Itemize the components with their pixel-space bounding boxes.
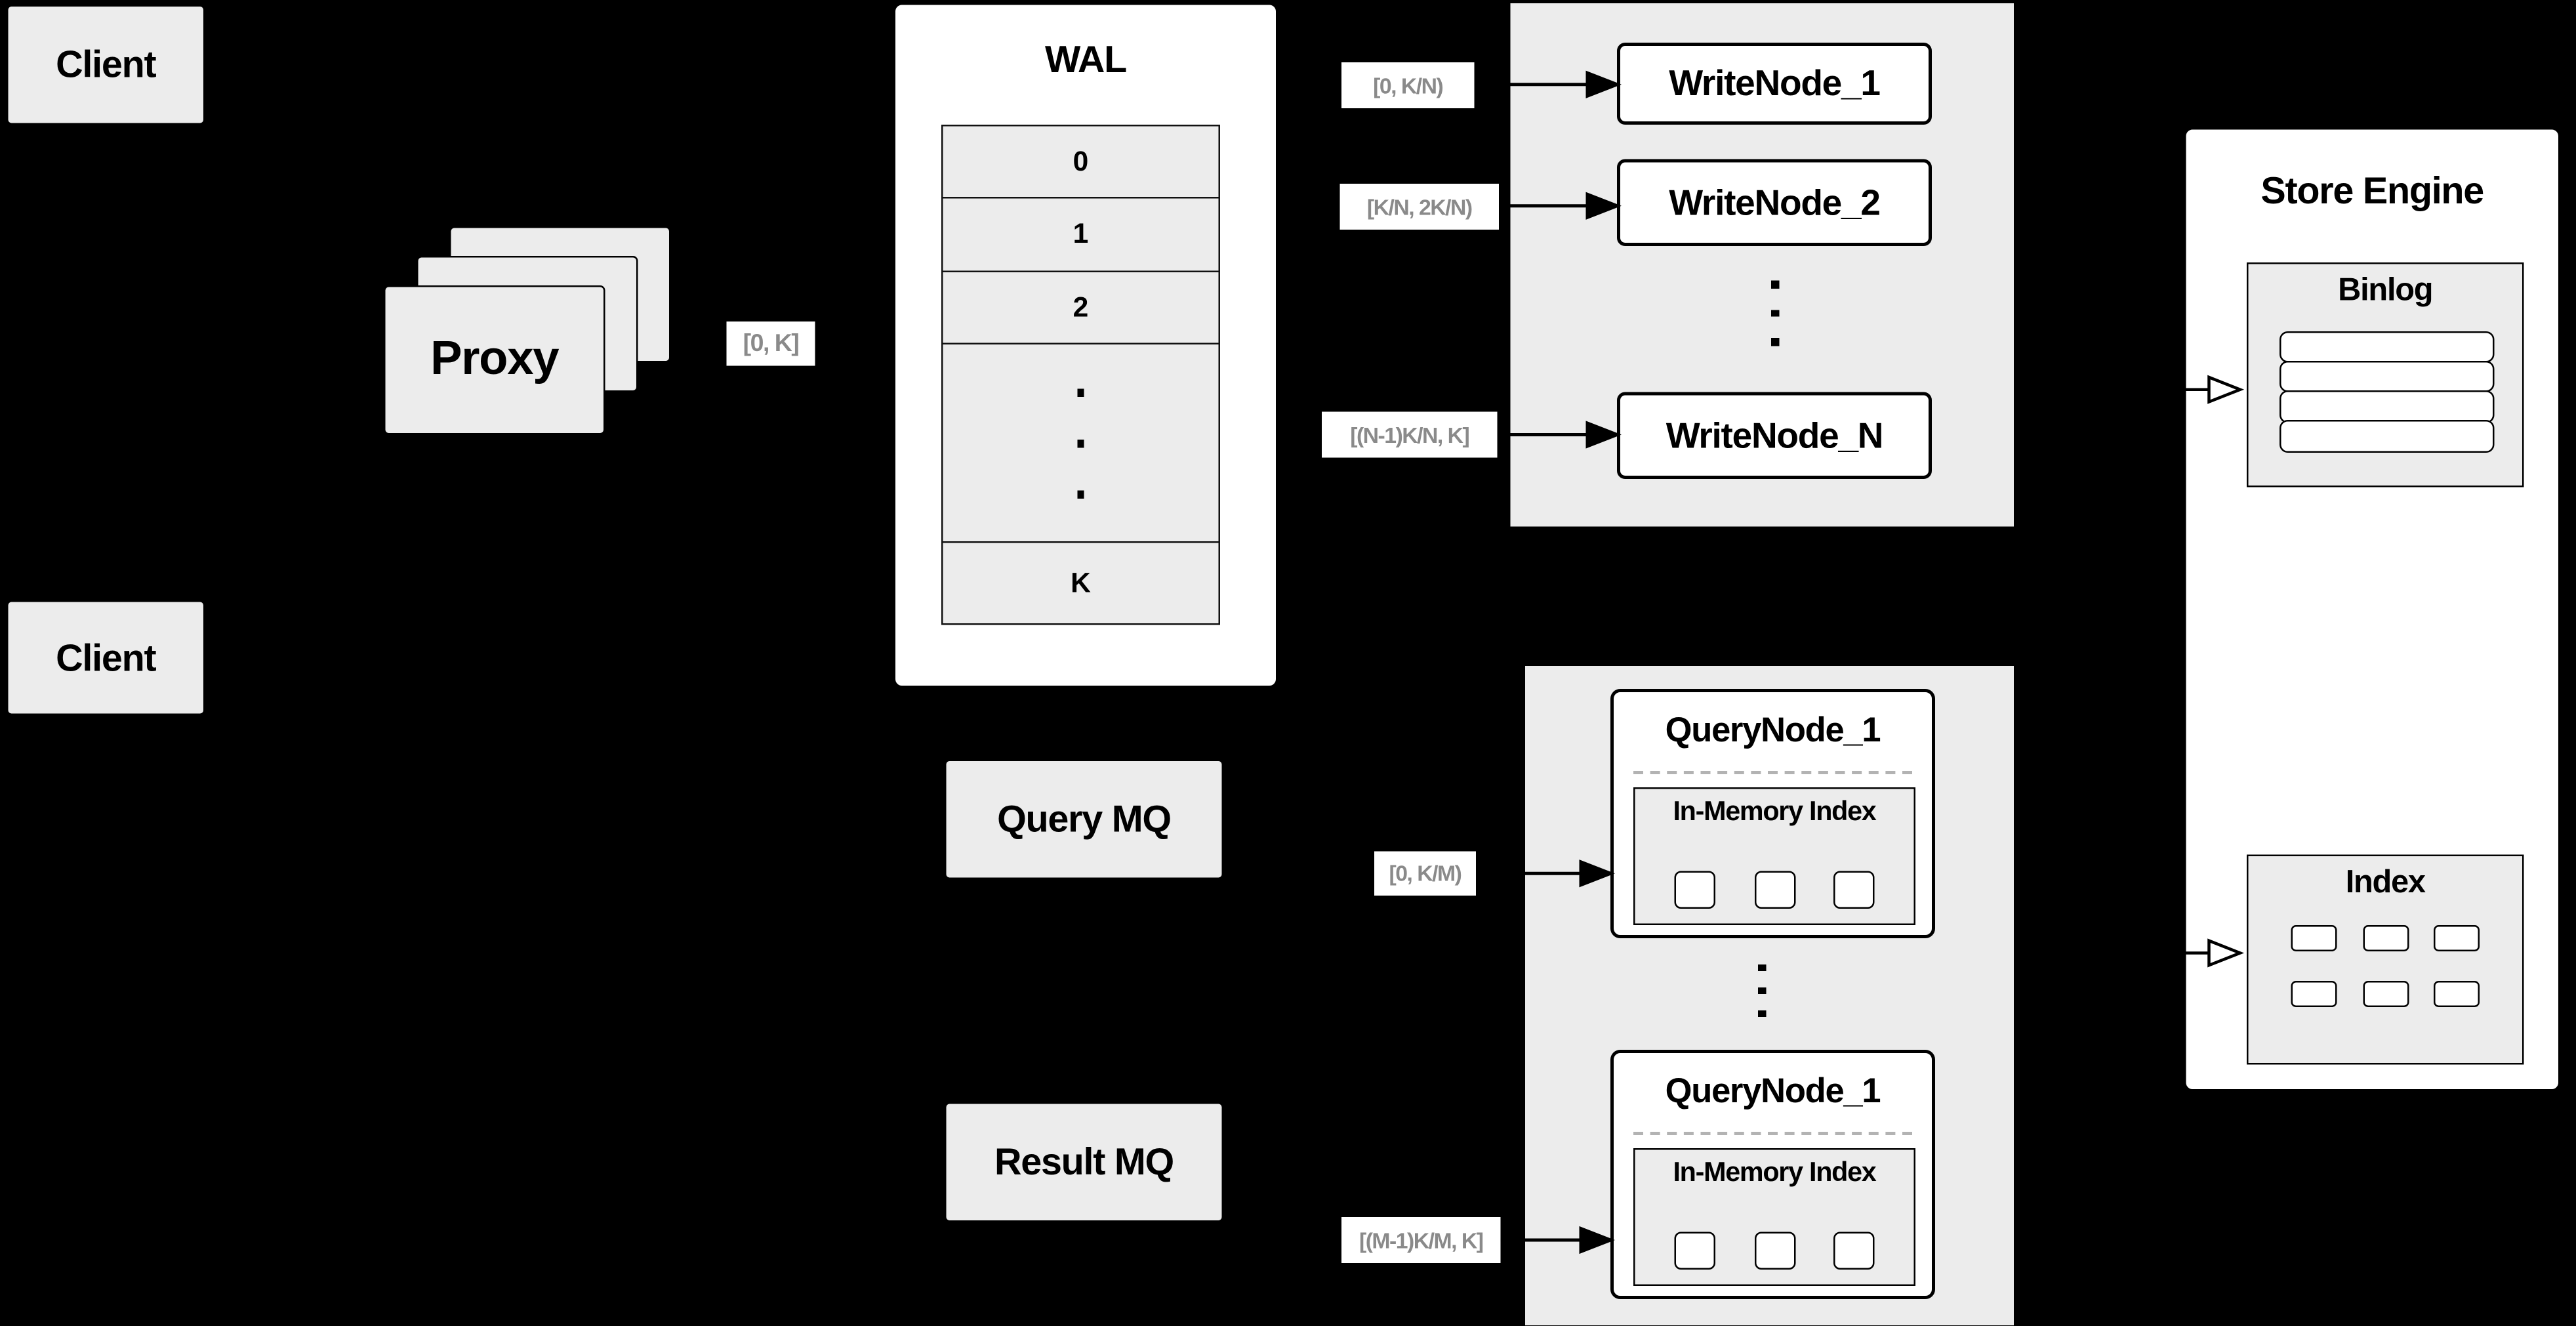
index-segment-cell [1753, 1232, 1795, 1270]
range-label-proxy-text: [0, K] [743, 329, 800, 358]
query-node-top-title: QueryNode_1 [1665, 712, 1881, 750]
result-mq-box: Result MQ [945, 1102, 1223, 1222]
index-segment-cell [1833, 1232, 1875, 1270]
write-node-1-label: WriteNode_1 [1669, 62, 1881, 104]
index-cells-row-1 [2249, 925, 2523, 951]
range-label-query-top-text: [0, K/M) [1389, 861, 1462, 886]
wal-row-1: 1 [941, 197, 1220, 273]
index-box: Index [2247, 854, 2524, 1065]
in-memory-index-box: In-Memory Index [1633, 787, 1915, 925]
proxy-label: Proxy [430, 333, 560, 386]
range-label-write-1-text: [0, K/N) [1373, 73, 1444, 98]
write-node-2: WriteNode_2 [1617, 159, 1932, 246]
store-engine-panel: Store Engine Binlog Index [2184, 128, 2560, 1091]
ellipsis-dot [1076, 388, 1085, 396]
ellipsis-dot [1758, 963, 1766, 972]
range-label-write-2: [K/N, 2K/N) [1339, 184, 1499, 230]
index-cells-row-2 [2249, 981, 2523, 1007]
ellipsis-dot [1758, 987, 1766, 995]
range-label-write-n: [(N-1)K/N, K] [1322, 411, 1498, 458]
binlog-title: Binlog [2338, 272, 2433, 308]
in-memory-index-title: In-Memory Index [1673, 797, 1876, 827]
wal-row-2-label: 2 [1073, 291, 1089, 323]
ellipsis-dot [1076, 491, 1085, 499]
index-segment-cell [1753, 871, 1795, 909]
wal-panel: WAL 0 1 2 K [893, 3, 1278, 688]
query-mq-label: Query MQ [997, 797, 1172, 840]
query-node-top: QueryNode_1 In-Memory Index [1610, 689, 1935, 938]
wal-row-ellipsis [941, 343, 1220, 544]
range-label-query-bottom-text: [(M-1)K/M, K] [1359, 1228, 1484, 1253]
dashed-divider [1633, 1132, 1912, 1135]
client-bottom-label: Client [56, 635, 156, 678]
binlog-row [2280, 390, 2495, 423]
proxy-card-front: Proxy [384, 285, 605, 435]
index-cell [2362, 981, 2409, 1007]
write-node-2-label: WriteNode_2 [1669, 181, 1881, 222]
index-cell [2290, 925, 2337, 951]
wal-row-0: 0 [941, 124, 1220, 200]
index-cell [2290, 981, 2337, 1007]
ellipsis-dot [1771, 280, 1779, 289]
query-node-ellipsis [1758, 948, 1767, 1033]
binlog-rows [2280, 331, 2495, 453]
query-mq-box: Query MQ [945, 759, 1223, 879]
wal-title: WAL [1044, 37, 1127, 81]
index-cell [2362, 925, 2409, 951]
range-label-proxy: [0, K] [726, 321, 815, 366]
write-node-ellipsis [1771, 259, 1780, 367]
range-label-query-top: [0, K/M) [1374, 851, 1476, 896]
ellipsis-dot [1758, 1010, 1766, 1018]
range-label-query-bottom: [(M-1)K/M, K] [1341, 1217, 1501, 1263]
store-engine-title: Store Engine [2260, 169, 2484, 212]
in-memory-index-title: In-Memory Index [1673, 1158, 1876, 1188]
range-label-write-2-text: [K/N, 2K/N) [1366, 194, 1473, 219]
binlog-row [2280, 331, 2495, 363]
wal-row-k-label: K [1071, 566, 1091, 598]
write-node-n-label: WriteNode_N [1666, 414, 1884, 455]
write-node-1: WriteNode_1 [1617, 43, 1932, 125]
wal-row-0-label: 0 [1073, 145, 1089, 177]
ellipsis-dot [1076, 440, 1085, 447]
range-label-write-n-text: [(N-1)K/N, K] [1350, 422, 1470, 447]
range-label-write-1: [0, K/N) [1341, 62, 1475, 108]
index-title: Index [2345, 864, 2426, 901]
ellipsis-dot [1771, 309, 1779, 318]
wal-row-k: K [941, 541, 1220, 625]
dashed-divider [1633, 771, 1912, 774]
client-top-label: Client [56, 43, 156, 85]
query-node-bottom: QueryNode_1 In-Memory Index [1610, 1050, 1935, 1299]
client-box-top: Client [7, 5, 205, 125]
in-memory-index-box: In-Memory Index [1633, 1148, 1915, 1286]
write-node-n: WriteNode_N [1617, 392, 1932, 479]
client-box-bottom: Client [7, 600, 205, 715]
wal-row-1-label: 1 [1073, 218, 1089, 250]
binlog-row [2280, 360, 2495, 393]
query-node-bottom-title: QueryNode_1 [1665, 1073, 1881, 1111]
index-segment-cell [1833, 871, 1875, 909]
ellipsis-dot [1771, 338, 1779, 346]
binlog-row [2280, 420, 2495, 453]
index-cell [2434, 925, 2480, 951]
wal-row-2: 2 [941, 270, 1220, 346]
index-segment-cell [1673, 1232, 1715, 1270]
index-segment-cell [1673, 871, 1715, 909]
binlog-box: Binlog [2247, 262, 2524, 487]
index-cell [2434, 981, 2480, 1007]
wal-log-table: 0 1 2 K [941, 124, 1220, 625]
result-mq-label: Result MQ [994, 1140, 1174, 1183]
